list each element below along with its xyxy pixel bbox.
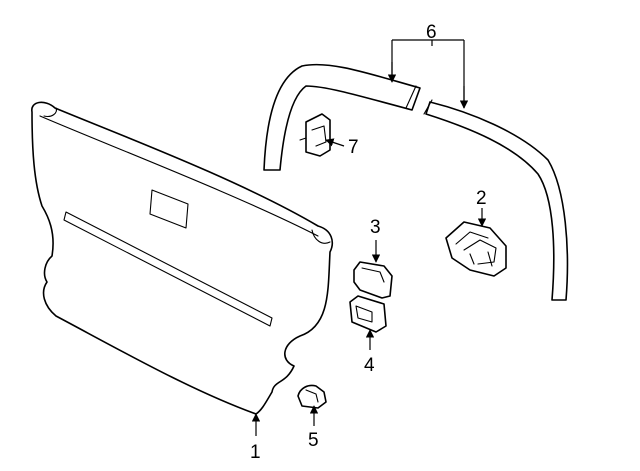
callout-7: 7 [348,137,359,158]
callout-labels: 1 2 3 4 5 6 7 [250,22,487,463]
callout-1: 1 [250,442,261,463]
leader-line-7 [325,138,345,147]
bracket-part-2 [445,221,507,277]
callout-2: 2 [476,188,487,209]
trim-panel-part-1 [31,101,334,415]
callout-3: 3 [370,217,381,238]
push-clip-part-5 [297,384,327,409]
cover-part-4 [349,295,387,333]
arch-molding-part-6 [263,63,569,301]
leader-line-6 [391,39,465,108]
callout-6: 6 [426,22,437,43]
callout-5: 5 [308,430,319,451]
cap-part-3 [353,261,393,299]
leader-lines [251,39,487,436]
clip-part-7 [299,113,331,157]
callout-4: 4 [364,355,375,376]
